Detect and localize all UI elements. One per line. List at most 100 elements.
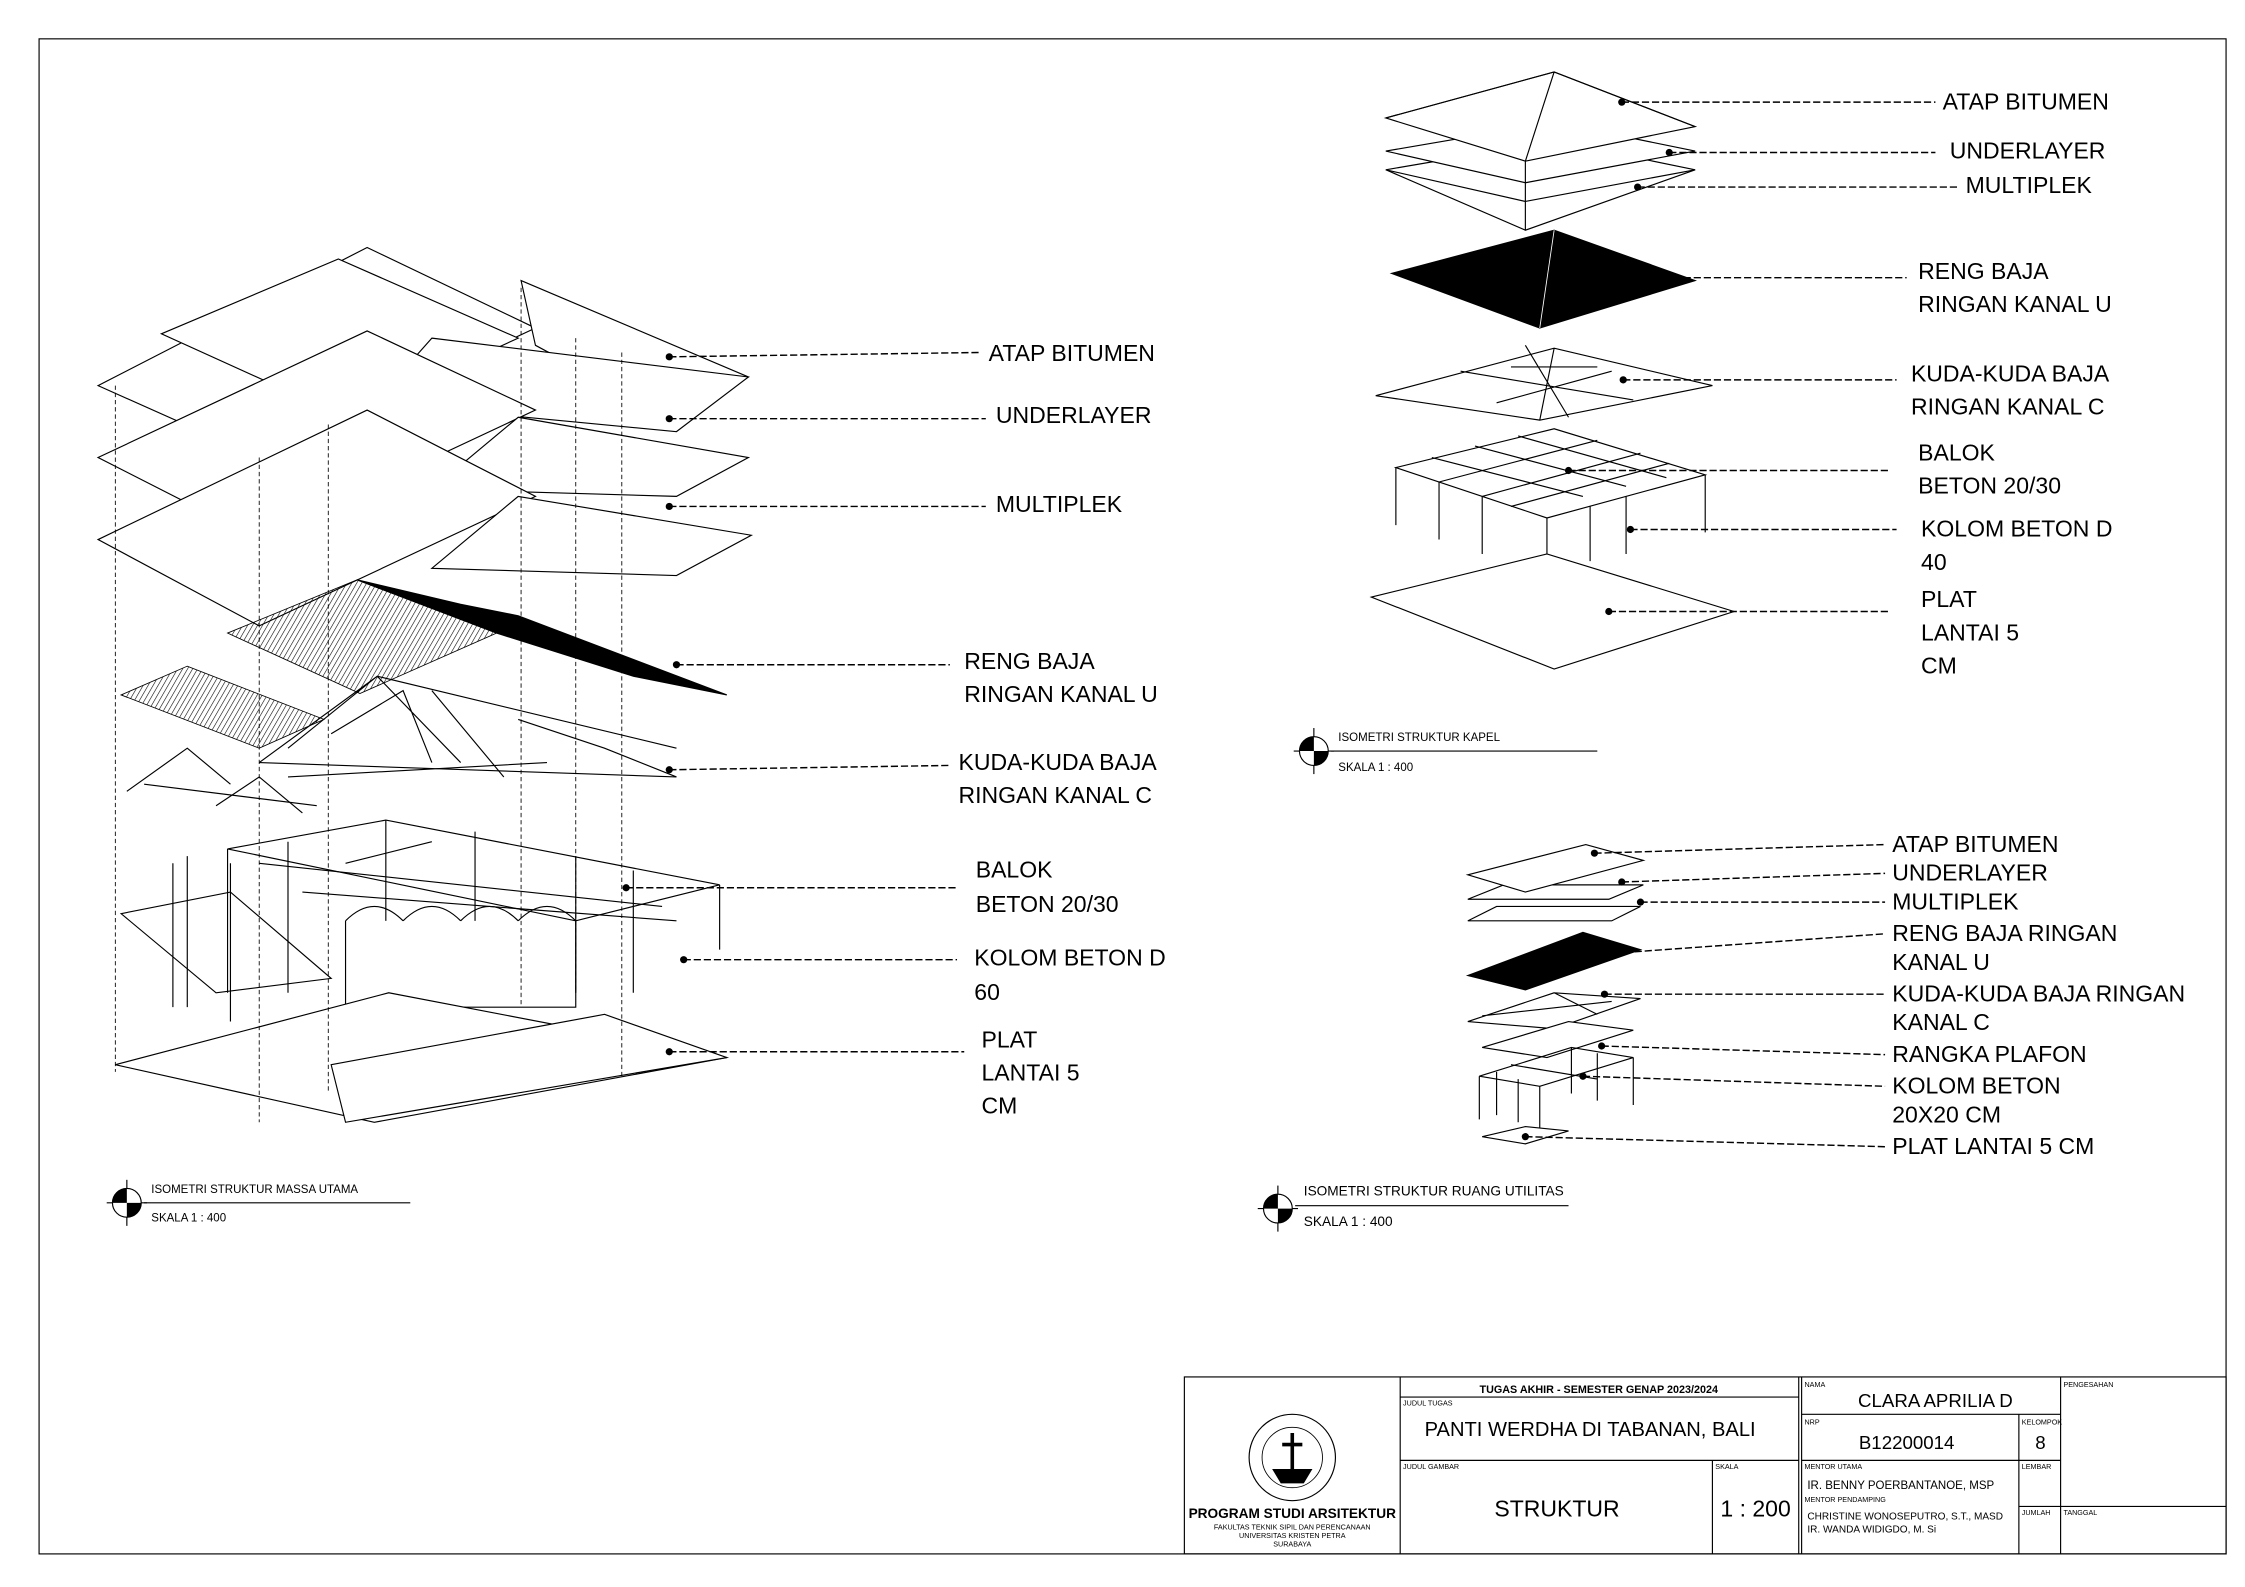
main-label-kuda-kuda-2: RINGAN KANAL C [958,782,1152,808]
pengesahan-label: PENGESAHAN [2063,1380,2113,1389]
utilitas-labels: ATAP BITUMEN UNDERLAYER MULTIPLEK RENG B… [1892,831,2185,1159]
utilitas-trusses [1467,992,1641,1030]
kapel-caption-scale: SKALA 1 : 400 [1338,762,1413,774]
kapel-label-plat-2: LANTAI 5 [1921,619,2019,645]
main-label-multiplek: MULTIPLEK [996,491,1123,517]
kapel-beams-columns [1393,428,1708,569]
judul-gambar-label: JUDUL GAMBAR [1403,1462,1459,1471]
main-caption: ISOMETRI STRUKTUR MASSA UTAMA SKALA 1 : … [105,1179,411,1227]
main-label-plat-3: CM [981,1093,1017,1119]
kapel-caption-title: ISOMETRI STRUKTUR KAPEL [1338,732,1500,744]
judul-gambar: STRUKTUR [1494,1495,1619,1521]
north-section-symbol-icon [105,1179,148,1227]
utilitas-reng-baja [1465,931,1643,991]
util-label-reng-baja: RENG BAJA RINGAN [1892,920,2117,946]
north-section-symbol-icon [1292,727,1335,775]
util-label-atap-bitumen: ATAP BITUMEN [1892,831,2058,857]
nama-label: NAMA [1804,1380,1825,1389]
kapel-label-reng-baja: RENG BAJA [1918,258,2049,284]
util-caption-title: ISOMETRI STRUKTUR RUANG UTILITAS [1304,1184,1564,1199]
main-guide-lines [114,287,623,1123]
university-name: UNIVERSITAS KRISTEN PETRA [1239,1531,1346,1540]
utilitas-columns [1478,1046,1634,1130]
main-label-underlayer: UNDERLAYER [996,402,1152,428]
sheet-border [38,38,2227,1555]
lembar-label: LEMBAR [2022,1462,2052,1471]
kapel-reng-baja [1389,229,1697,329]
program-name: PROGRAM STUDI ARSITEKTUR [1189,1506,1397,1521]
faculty-name: FAKULTAS TEKNIK SIPIL DAN PERENCANAAN [1214,1522,1371,1531]
nrp-label: NRP [1804,1417,1819,1426]
main-reng-baja [119,579,728,749]
kapel-label-atap-bitumen: ATAP BITUMEN [1943,88,2109,114]
kapel-isometric [1369,71,1736,670]
judul-tugas: PANTI WERDHA DI TABANAN, BALI [1425,1419,1756,1441]
kapel-label-balok-2: BETON 20/30 [1918,473,2061,499]
title-block-header: TUGAS AKHIR - SEMESTER GENAP 2023/2024 [1480,1384,1718,1396]
main-trusses [126,675,677,814]
utilitas-leaders [1521,843,1886,1148]
main-label-kolom-2: 60 [974,979,1000,1005]
mentor-pendamping-2: IR. WANDA WIDIGDO, M. Si [1807,1524,1936,1535]
kapel-labels: ATAP BITUMEN UNDERLAYER MULTIPLEK RENG B… [1911,88,2112,678]
mentor-utama-label: MENTOR UTAMA [1804,1462,1862,1471]
utilitas-isometric [1465,843,1646,1145]
main-floor-plate [115,992,730,1123]
kapel-leaders [1564,98,1958,616]
kelompok-label: KELOMPOK [2022,1417,2063,1426]
util-label-multiplek: MULTIPLEK [1892,888,2019,914]
util-label-underlayer: UNDERLAYER [1892,860,2048,886]
kapel-label-multiplek: MULTIPLEK [1966,172,2093,198]
main-label-kuda-kuda: KUDA-KUDA BAJA [958,749,1157,775]
util-label-rangka-plafon: RANGKA PLAFON [1892,1041,2086,1067]
main-label-atap-bitumen: ATAP BITUMEN [989,340,1155,366]
utilitas-rangka-plafon [1482,1020,1634,1059]
util-label-kolom: KOLOM BETON [1892,1072,2060,1098]
skala-label: SKALA [1715,1462,1738,1471]
kapel-label-underlayer: UNDERLAYER [1950,137,2106,163]
kapel-label-plat-3: CM [1921,652,1957,678]
kelompok-value: 8 [2035,1432,2045,1453]
main-label-plat: PLAT [981,1026,1037,1052]
util-label-reng-baja-2: KANAL U [1892,949,1990,975]
nama-value: CLARA APRILIA D [1858,1390,2013,1411]
util-label-kuda-kuda-2: KANAL C [1892,1009,1990,1035]
kapel-label-reng-baja-2: RINGAN KANAL U [1918,291,2112,317]
main-caption-title: ISOMETRI STRUKTUR MASSA UTAMA [151,1184,358,1196]
north-section-symbol-icon [1257,1184,1299,1233]
kapel-label-kuda-kuda: KUDA-KUDA BAJA [1911,360,2110,386]
main-label-balok: BALOK [976,857,1053,883]
kapel-label-kolom: KOLOM BETON D [1921,516,2112,542]
util-caption-scale: SKALA 1 : 400 [1304,1214,1393,1229]
mentor-pendamping-1: CHRISTINE WONOSEPUTRO, S.T., MASD [1807,1511,2003,1522]
judul-tugas-label: JUDUL TUGAS [1403,1399,1453,1408]
main-label-reng-baja: RENG BAJA [964,648,1095,674]
mentor-utama: IR. BENNY POERBANTANOE, MSP [1807,1480,1994,1492]
jumlah-label: JUMLAH [2022,1508,2051,1517]
main-multiplek [96,409,754,627]
util-label-plat: PLAT LANTAI 5 CM [1892,1133,2094,1159]
kapel-label-plat: PLAT [1921,586,1977,612]
mentor-pendamping-label: MENTOR PENDAMPING [1804,1495,1886,1504]
university-logo [1248,1413,1337,1502]
main-label-plat-2: LANTAI 5 [981,1060,1079,1086]
kapel-label-balok: BALOK [1918,439,1995,465]
city-name: SURABAYA [1273,1540,1311,1549]
kapel-caption: ISOMETRI STRUKTUR KAPEL SKALA 1 : 400 [1292,727,1598,775]
main-label-balok-2: BETON 20/30 [976,891,1119,917]
main-label-reng-baja-2: RINGAN KANAL U [964,681,1158,707]
tanggal-label: TANGGAL [2063,1508,2097,1517]
skala-value: 1 : 200 [1720,1495,1790,1521]
title-block: PROGRAM STUDI ARSITEKTUR FAKULTAS TEKNIK… [1183,1376,2227,1555]
kapel-roof-layers [1383,71,1698,231]
util-label-kolom-2: 20X20 CM [1892,1101,2001,1127]
kapel-label-kolom-2: 40 [1921,549,1947,575]
main-beams-columns [119,819,721,1022]
main-leaders [622,351,986,1056]
main-label-kolom: KOLOM BETON D [974,944,1165,970]
main-labels: ATAP BITUMEN UNDERLAYER MULTIPLEK RENG B… [958,340,1165,1118]
kapel-trusses [1375,345,1713,421]
kapel-label-kuda-kuda-2: RINGAN KANAL C [1911,393,2105,419]
main-caption-scale: SKALA 1 : 400 [151,1213,226,1225]
